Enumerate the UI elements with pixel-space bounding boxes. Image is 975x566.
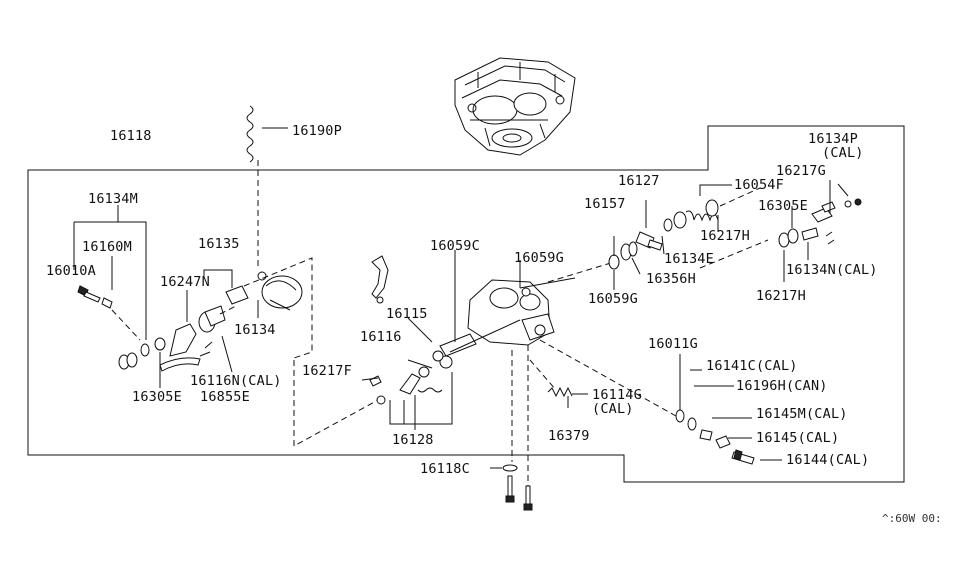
label-16127: 16127 — [618, 173, 660, 189]
label-16217g: 16217G — [776, 163, 826, 179]
label-16011g: 16011G — [648, 336, 698, 352]
label-16247n: 16247N — [160, 274, 210, 290]
label-16217h-right: 16217H — [756, 288, 806, 304]
washers-16305e-left — [118, 337, 166, 370]
label-16059g-bottom: 16059G — [588, 291, 638, 307]
label-16134n-cal: 16134N(CAL) — [786, 262, 878, 278]
linkage-16128 — [369, 355, 453, 405]
cover-16135 — [225, 285, 249, 305]
label-16144-cal: 16144(CAL) — [786, 452, 869, 468]
label-16134: 16134 — [234, 322, 276, 338]
carburetor-assembly-center — [432, 277, 576, 362]
label-16855e: 16855E — [200, 389, 250, 405]
label-16059c: 16059C — [430, 238, 480, 254]
screw-16010a — [77, 285, 101, 303]
bracket-16134m — [73, 221, 147, 340]
spring-16190p — [246, 105, 288, 163]
label-16010a: 16010A — [46, 263, 96, 279]
label-16054f: 16054F — [734, 177, 784, 193]
label-16217h-top: 16217H — [700, 228, 750, 244]
jet-group-16144 — [675, 409, 755, 465]
label-16116: 16116 — [360, 329, 402, 345]
label-16379: 16379 — [548, 428, 590, 444]
label-16217f: 16217F — [302, 363, 352, 379]
spring-16114g — [547, 386, 573, 398]
label-16305e-left: 16305E — [132, 389, 182, 405]
pump-group-16054f — [608, 199, 719, 270]
kit-boundary — [27, 125, 905, 483]
bracket-16115 — [371, 255, 389, 304]
label-16118: 16118 — [110, 128, 152, 144]
lever-16247n — [159, 323, 201, 372]
label-16116n-cal: 16116N(CAL) — [190, 373, 282, 389]
label-16356h: 16356H — [646, 271, 696, 287]
label-16145m-cal: 16145M(CAL) — [756, 406, 848, 422]
label-16305e-right: 16305E — [758, 198, 808, 214]
housing-16134 — [257, 271, 303, 311]
label-16114g: 16114G — [592, 387, 642, 403]
label-16160m: 16160M — [82, 239, 132, 255]
label-16114g-cal: (CAL) — [592, 401, 634, 417]
label-16115: 16115 — [386, 306, 428, 322]
label-16134e: 16134E — [664, 251, 714, 267]
label-16134m: 16134M — [88, 191, 138, 207]
carburetor-body-illustration — [454, 57, 576, 156]
label-16141c-cal: 16141C(CAL) — [706, 358, 798, 374]
label-16059g-top: 16059G — [514, 250, 564, 266]
screws-16118c — [502, 464, 533, 511]
label-16145-cal: 16145(CAL) — [756, 430, 839, 446]
label-16128: 16128 — [392, 432, 434, 448]
label-16135: 16135 — [198, 236, 240, 252]
choke-group-16134p — [778, 198, 862, 248]
label-16118c: 16118C — [420, 461, 470, 477]
label-16157: 16157 — [584, 196, 626, 212]
label-16134p-cal: (CAL) — [822, 145, 864, 161]
label-16190p: 16190P — [292, 123, 342, 139]
label-16196h-can: 16196H(CAN) — [736, 378, 828, 394]
label-16134p: 16134P — [808, 131, 858, 147]
diaphragm-16116n — [198, 305, 237, 333]
catalog-code: ^:60W 00: — [882, 512, 942, 525]
spring-16160m — [101, 297, 113, 309]
